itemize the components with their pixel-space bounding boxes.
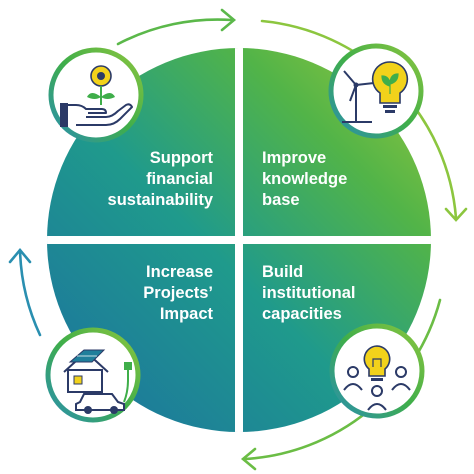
quadrant-dividers [47, 48, 431, 432]
people-lightbulb-icon [329, 323, 425, 419]
quadrant-label-bottom-right: Build institutional capacities [262, 262, 356, 325]
label-line: knowledge [262, 170, 348, 188]
quadrant-label-top-left: Support financial sustainability [108, 148, 213, 211]
label-line: sustainability [107, 191, 213, 209]
quadrant-label-top-right: Improve knowledge base [262, 148, 347, 211]
quadrant-label-bottom-left: Increase Projects’ Impact [143, 262, 213, 325]
label-line: Projects’ [143, 284, 213, 302]
label-line: base [262, 191, 300, 209]
label-line: Impact [159, 305, 213, 323]
arrow-head-top [220, 8, 237, 32]
arrow-head-left [8, 247, 32, 264]
label-line: capacities [262, 305, 342, 323]
wind-turbine-lightbulb-icon [328, 43, 424, 139]
solar-house-electric-car-icon [45, 327, 141, 423]
label-line: Support [149, 149, 213, 167]
label-line: institutional [262, 284, 356, 302]
arrow-head-right [444, 207, 468, 222]
label-line: financial [146, 170, 213, 188]
arrow-head-bottom [240, 447, 257, 471]
cycle-arrow-left [18, 248, 42, 337]
central-disc [47, 48, 431, 432]
cycle-arrow-top [116, 18, 234, 46]
label-line: Increase [146, 263, 213, 281]
hand-holding-flower-icon [48, 47, 144, 143]
label-line: Build [262, 263, 304, 281]
label-line: Improve [262, 149, 327, 167]
